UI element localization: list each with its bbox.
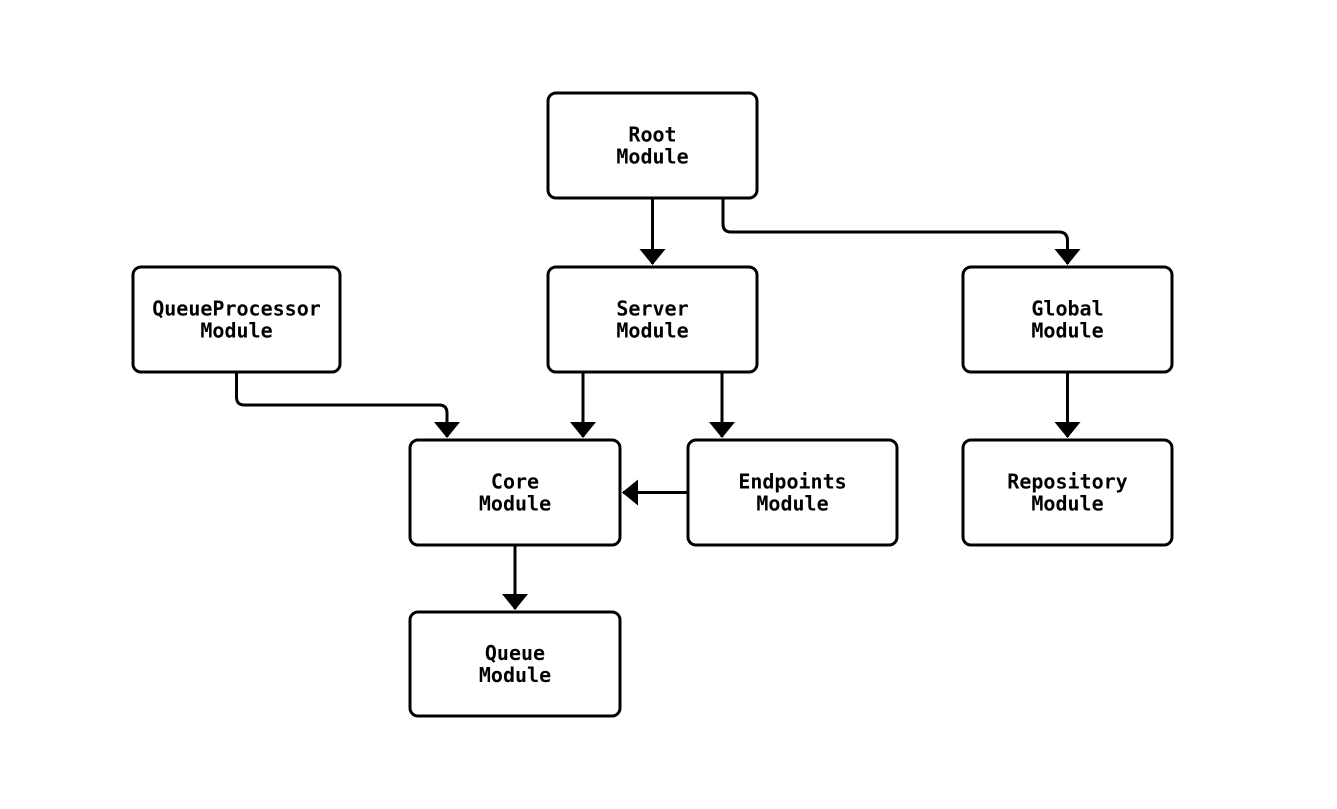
node-repository-label-line1: Repository <box>1007 470 1127 494</box>
node-repository-module: Repository Module <box>961 438 1174 547</box>
node-root-label-line1: Root <box>628 123 676 147</box>
node-server-label-line2: Module <box>616 319 688 343</box>
node-global-module: Global Module <box>961 265 1174 374</box>
diagram-edges <box>235 198 1081 610</box>
node-root-module: Root Module <box>546 91 759 200</box>
node-global-label-line1: Global <box>1031 297 1103 321</box>
node-core-module: Core Module <box>408 438 622 547</box>
node-queue-label-line1: Queue <box>485 641 545 665</box>
node-queueprocessor-label-line1: QueueProcessor <box>152 297 321 321</box>
node-server-module: Server Module <box>546 265 759 374</box>
node-root-label-line2: Module <box>616 145 688 169</box>
node-queueprocessor-label-line2: Module <box>200 319 272 343</box>
node-queue-module: Queue Module <box>408 610 622 718</box>
node-endpoints-module: Endpoints Module <box>686 438 899 547</box>
node-endpoints-label-line1: Endpoints <box>738 470 846 494</box>
edge-root-to-global <box>721 198 1081 265</box>
node-repository-label-line2: Module <box>1031 492 1103 516</box>
node-core-label-line1: Core <box>491 470 539 494</box>
node-queue-label-line2: Module <box>479 663 551 687</box>
node-server-label-line1: Server <box>616 297 688 321</box>
node-endpoints-label-line2: Module <box>756 492 828 516</box>
node-core-label-line2: Module <box>479 492 551 516</box>
node-queueprocessor-module: QueueProcessor Module <box>131 265 342 374</box>
node-global-label-line2: Module <box>1031 319 1103 343</box>
edge-queueprocessor-to-core <box>235 372 460 438</box>
